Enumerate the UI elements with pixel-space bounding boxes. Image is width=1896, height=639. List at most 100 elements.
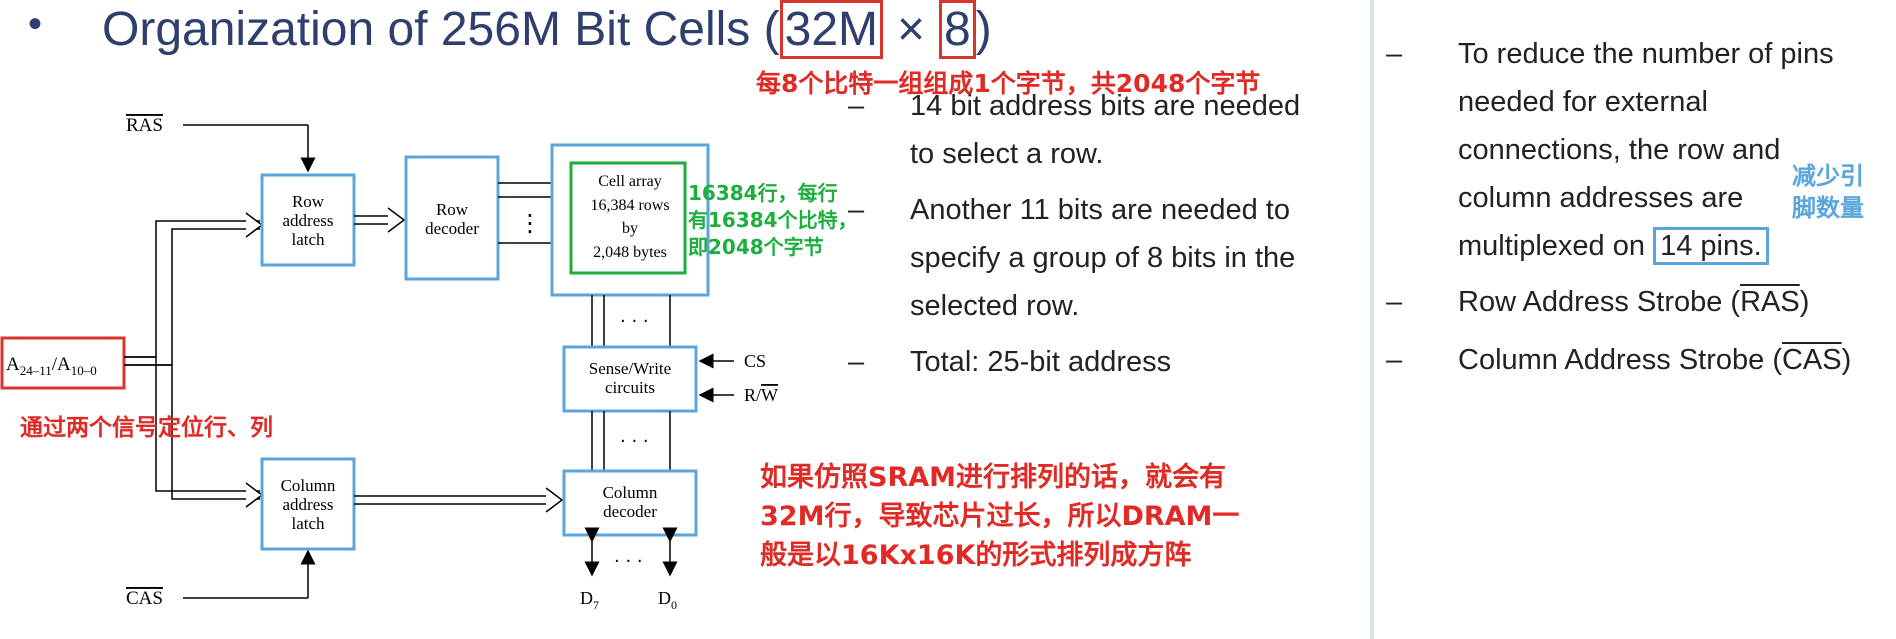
col-latch-l1: Column: [281, 476, 336, 495]
annotation-green: 16384行，每行 有16384个比特， 即2048个字节: [688, 180, 858, 261]
address-bus-lines: [124, 220, 260, 500]
middle-bullet-2: – Another 11 bits are needed to specify …: [848, 186, 1368, 332]
middle-bullet-2-l2: specify a group of 8 bits in the: [910, 242, 1296, 274]
annotation-bottom-red: 如果仿照SRAM进行排列的话，就会有 32M行，导致芯片过长，所以DRAM一 般…: [760, 458, 1239, 575]
annotation-green-l1: 16384行，每行: [688, 181, 838, 205]
col-latch-l2: address: [283, 495, 334, 514]
word-lines: [498, 182, 552, 244]
annotation-green-l2: 有16384个比特，: [688, 208, 858, 232]
cell-array-green-box: [569, 161, 687, 275]
right-bullet-3: – Column Address Strobe (CAS): [1386, 336, 1896, 386]
row-latch-to-decoder-bus: [354, 215, 392, 225]
column-decoder: [562, 469, 698, 537]
middle-bullet-2-dash: –: [848, 194, 865, 226]
arrow-to-row-latch: [245, 212, 264, 238]
annotation-bottom-red-l1: 如果仿照SRAM进行排列的话，就会有: [760, 462, 1226, 493]
row-decoder: [404, 155, 500, 281]
middle-bullet-2-l3: selected row.: [910, 290, 1080, 322]
address-input-box: [0, 336, 126, 390]
right-bullet-2-dash: –: [1386, 286, 1403, 318]
annotation-right-blue-l2: 脚数量: [1792, 194, 1864, 222]
middle-bullet-1-l2: to select a row.: [910, 138, 1104, 170]
cas-label: CAS: [126, 588, 163, 609]
row-latch-l3: latch: [291, 230, 325, 249]
middle-bullet-3: – Total: 25-bit address: [848, 338, 1368, 388]
cas-signal: CAS: [1781, 344, 1842, 376]
right-bullet-2: – Row Address Strobe (RAS): [1386, 278, 1896, 328]
sense-write-circuits: [562, 345, 698, 413]
right-bullet-1-l2: needed for external: [1458, 86, 1708, 118]
middle-bullet-3-l1: Total: 25-bit address: [910, 346, 1172, 378]
col-decoder-l1: Column: [603, 483, 658, 502]
cell-array-l3: by: [622, 220, 638, 237]
middle-bullet-1-dash: –: [848, 90, 865, 122]
d0-label: D0: [658, 588, 677, 612]
annotation-top-red: 每8个比特一组组成1个字节，共2048个字节: [756, 69, 1261, 98]
cell-array-l1: Cell array: [598, 173, 662, 190]
title-width-box: 8: [939, 0, 976, 59]
cell-array-outer: [550, 143, 710, 297]
right-bullet-3-dash: –: [1386, 344, 1403, 376]
middle-bullet-3-dash: –: [848, 346, 865, 378]
cell-array-l4: 2,048 bytes: [593, 244, 667, 261]
row-latch-l2: address: [283, 211, 334, 230]
sense-write-l1: Sense/Write: [589, 359, 671, 378]
arrow-to-col-latch: [245, 482, 264, 508]
annotation-right-blue: 减少引 脚数量: [1792, 160, 1864, 224]
annotation-right-blue-l1: 减少引: [1792, 162, 1864, 190]
middle-bullet-1-l1: 14 bit address bits are needed: [910, 90, 1301, 122]
col-decoder-l2: decoder: [603, 502, 657, 521]
middle-bullet-2-l1: Another 11 bits are needed to: [910, 194, 1290, 226]
right-bullet-1: – To reduce the number of pins needed fo…: [1386, 30, 1886, 280]
title-suffix: ): [975, 3, 992, 56]
title-times: ×: [897, 3, 926, 56]
right-bullet-1-dash: –: [1386, 38, 1403, 70]
row-latch-l1: Row: [292, 192, 325, 211]
annotation-bottom-red-l2: 32M行，导致芯片过长，所以DRAM一: [760, 501, 1240, 532]
pins-box: 14 pins.: [1653, 227, 1769, 265]
row-decoder-l2: decoder: [425, 219, 479, 238]
title-text: Organization of 256M Bit Cells (32M ×8): [102, 0, 992, 59]
col-latch-to-decoder-bus: [354, 495, 550, 505]
ras-label: RAS: [126, 115, 163, 136]
address-label: A24–11/A10–0: [6, 354, 97, 378]
bit-lines-upper: [591, 295, 671, 347]
annotation-bottom-red-l3: 般是以16Kx16K的形式排列成方阵: [760, 540, 1192, 571]
cell-array-l2: 16,384 rows: [590, 197, 669, 214]
slide-right-panel: – To reduce the number of pins needed fo…: [1374, 0, 1896, 639]
bit-lines-dots-lower: · · ·: [620, 431, 649, 452]
right-bullet-1-l5: multiplexed on 14 pins.: [1458, 222, 1834, 270]
col-latch-l3: latch: [291, 514, 325, 533]
right-bullet-1-l4: column addresses are: [1458, 182, 1744, 214]
title-rows-box: 32M: [779, 0, 883, 59]
bit-lines-lower: [591, 411, 671, 471]
annotation-left-red: 通过两个信号定位行、列: [20, 415, 273, 441]
row-decoder-l1: Row: [436, 200, 469, 219]
data-lines-dots: · · ·: [614, 551, 643, 572]
word-line-vdots: ⋮: [518, 209, 542, 237]
title-prefix: Organization of 256M Bit Cells (: [102, 3, 780, 56]
title-bullet: •: [28, 2, 43, 46]
right-bullet-1-l3: connections, the row and: [1458, 134, 1781, 166]
annotation-green-l3: 即2048个字节: [688, 235, 824, 259]
row-address-latch: [260, 173, 356, 267]
d7-label: D7: [580, 588, 599, 612]
sense-write-l2: circuits: [605, 378, 655, 397]
panel-divider: [1370, 0, 1374, 639]
cs-label: CS: [744, 351, 766, 371]
right-bullet-3-pre: Column Address Strobe (: [1458, 344, 1782, 376]
rw-label: R/W: [744, 385, 778, 405]
bit-lines-dots-upper: · · ·: [620, 311, 649, 332]
slide-left-panel: • Organization of 256M Bit Cells (32M ×8)…: [0, 0, 1368, 612]
right-bullet-2-pre: Row Address Strobe (: [1458, 286, 1741, 318]
middle-bullet-1: – 14 bit address bits are needed to sele…: [848, 82, 1368, 182]
right-bullet-1-l5-pre: multiplexed on: [1458, 230, 1654, 262]
right-bullet-3-post: ): [1841, 344, 1852, 376]
